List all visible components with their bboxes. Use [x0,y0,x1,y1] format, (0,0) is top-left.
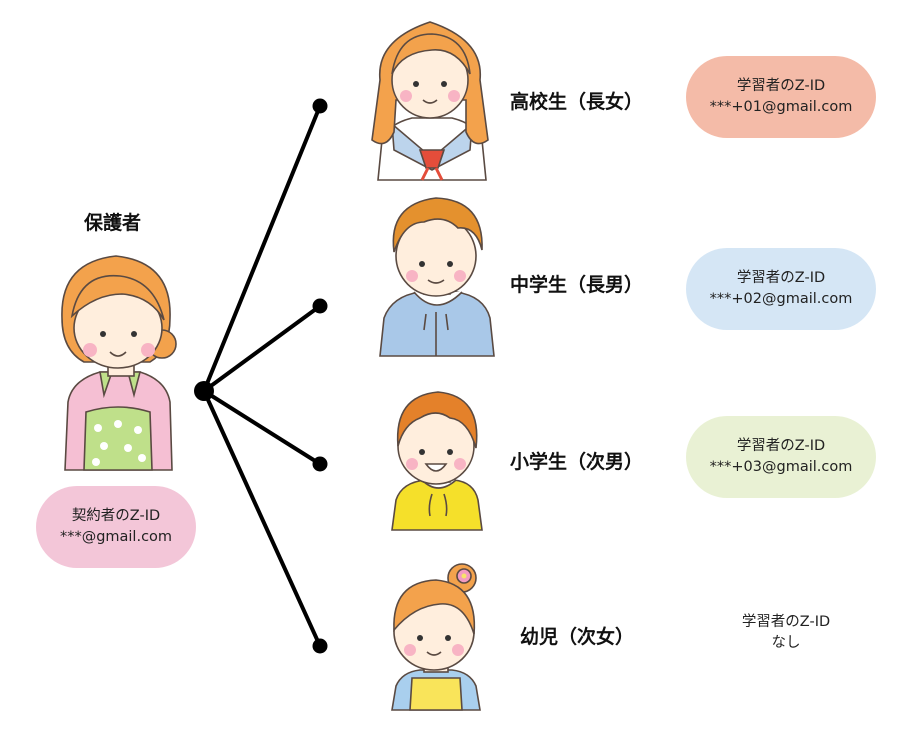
guardian-id-pill: 契約者のZ-ID ***@gmail.com [36,486,196,568]
child-email-2: ***+02@gmail.com [709,291,853,307]
child-id-label-1: 学習者のZ-ID [736,78,826,94]
child-email-1: ***+01@gmail.com [709,99,853,115]
child-role-4: 幼児（次女） [520,626,635,648]
connector-line-1 [202,104,322,393]
child-id-label-2: 学習者のZ-ID [736,270,826,286]
child-id-pill-1: 学習者のZ-ID ***+01@gmail.com [686,56,876,138]
child-id-info-4: 学習者のZ-ID なし [716,612,856,654]
connector-hub-dot [194,381,214,401]
connector-line-4 [202,389,322,648]
high-school-girl-illustration-icon [371,21,489,181]
connector-lines [202,104,322,648]
child-id-pill-2: 学習者のZ-ID ***+02@gmail.com [686,248,876,330]
connector-dot-1 [312,98,328,114]
connector-line-3 [202,389,322,466]
child-email-3: ***+03@gmail.com [709,459,853,475]
middle-school-boy-illustration-icon [379,197,495,357]
child-id-label-3: 学習者のZ-ID [736,438,826,454]
child-id-label-4: 学習者のZ-ID [741,614,831,630]
child-role-1: 高校生（長女） [510,91,644,113]
guardian-id-label: 契約者のZ-ID [71,508,161,524]
child-role-3: 小学生（次男） [510,451,644,473]
connector-dot-4 [312,638,328,654]
child-email-4: なし [771,635,801,651]
guardian-email: ***@gmail.com [59,529,173,545]
connector-dot-3 [312,456,328,472]
guardian-title: 保護者 [84,212,142,234]
mother-illustration-icon [61,255,177,471]
connector-dots [194,98,328,654]
child-id-pill-3: 学習者のZ-ID ***+03@gmail.com [686,416,876,498]
child-role-2: 中学生（長男） [510,274,644,296]
toddler-girl-illustration-icon [391,563,481,711]
connector-line-2 [202,304,322,393]
connector-dot-2 [312,298,328,314]
elementary-boy-illustration-icon [391,391,483,531]
